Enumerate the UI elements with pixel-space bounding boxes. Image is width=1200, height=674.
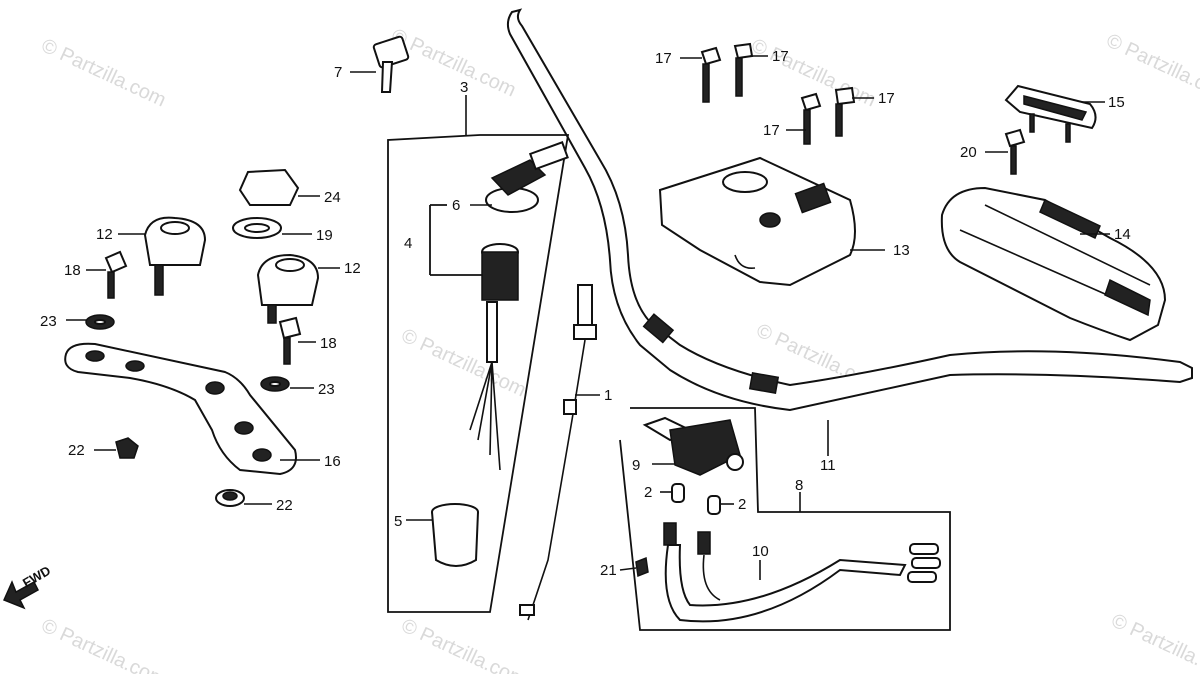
ignition-key <box>372 35 410 93</box>
indicator-bulbs <box>671 483 721 515</box>
callout-4: 4 <box>404 235 412 252</box>
callout-17: 17 <box>763 122 780 139</box>
nut-22-lower <box>215 489 245 507</box>
callout-2: 2 <box>738 496 746 513</box>
callout-12: 12 <box>344 260 361 277</box>
callout-21: 21 <box>600 562 617 579</box>
watermark-layer: © Partzilla.com © Partzilla.com © Partzi… <box>38 25 1200 674</box>
meter-cover-14 <box>940 186 1167 342</box>
callout-17: 17 <box>655 50 672 67</box>
callout-8: 8 <box>795 477 803 494</box>
callout-7: 7 <box>334 64 342 81</box>
lower-bracket-16 <box>64 342 297 476</box>
ignition-switch-bracket-lines <box>429 204 483 276</box>
callout-18: 18 <box>320 335 337 352</box>
handlebar <box>506 8 1193 412</box>
callout-22: 22 <box>276 497 293 514</box>
watermark: © Partzilla.com <box>398 615 529 674</box>
callout-16: 16 <box>324 453 341 470</box>
callout-15: 15 <box>1108 94 1125 111</box>
callout-3: 3 <box>460 79 468 96</box>
upper-cover-13 <box>658 156 856 287</box>
washer-19 <box>232 217 282 239</box>
washer-23-left <box>85 314 115 330</box>
callout-23: 23 <box>318 381 335 398</box>
callout-19: 19 <box>316 227 333 244</box>
callout-12: 12 <box>96 226 113 243</box>
callout-24: 24 <box>324 189 341 206</box>
upper-holder-left <box>143 216 207 296</box>
bolt-18-right <box>278 316 302 365</box>
bolt-18-left <box>104 250 128 299</box>
watermark: © Partzilla.com <box>1108 610 1200 674</box>
holder-cap-24 <box>238 168 300 206</box>
ignition-switch <box>469 243 519 471</box>
callout-11: 11 <box>820 457 836 474</box>
indicator-wire-harness <box>663 522 941 623</box>
bolts-17 <box>700 42 856 145</box>
indicator-light-group-box <box>619 407 951 631</box>
callout-6: 6 <box>452 197 460 214</box>
callout-2: 2 <box>644 484 652 501</box>
callout-22: 22 <box>68 442 85 459</box>
watermark: © Partzilla.com <box>398 325 529 402</box>
leader-lines <box>66 55 1110 580</box>
callout-5: 5 <box>394 513 402 530</box>
ignition-switch-group-box <box>387 134 570 613</box>
callout-17: 17 <box>772 48 789 65</box>
callout-20: 20 <box>960 144 977 161</box>
forward-arrow: FWD <box>2 563 53 610</box>
callout-labels: 1 2 2 3 4 5 6 7 8 9 10 11 12 12 13 14 15… <box>40 48 1131 579</box>
watermark: © Partzilla.com <box>38 35 169 112</box>
callout-14: 14 <box>1114 226 1131 243</box>
nut-22-upper <box>115 437 139 459</box>
screw-20 <box>1004 128 1026 175</box>
callout-9: 9 <box>632 457 640 474</box>
callout-17: 17 <box>878 90 895 107</box>
emblem-15 <box>1004 84 1097 143</box>
callout-10: 10 <box>752 543 769 560</box>
watermark: © Partzilla.com <box>38 615 169 674</box>
callout-23: 23 <box>40 313 57 330</box>
screw-21 <box>635 556 649 578</box>
ignition-switch-cover <box>485 141 569 213</box>
ignition-switch-socket <box>431 503 479 567</box>
callout-1: 1 <box>604 387 612 404</box>
upper-holder-right <box>256 253 320 324</box>
watermark: © Partzilla.com <box>388 25 519 102</box>
indicator-housing <box>642 416 744 476</box>
callout-18: 18 <box>64 262 81 279</box>
tachometer-cable <box>519 284 597 621</box>
washer-23-right <box>260 376 290 392</box>
callout-13: 13 <box>893 242 910 259</box>
